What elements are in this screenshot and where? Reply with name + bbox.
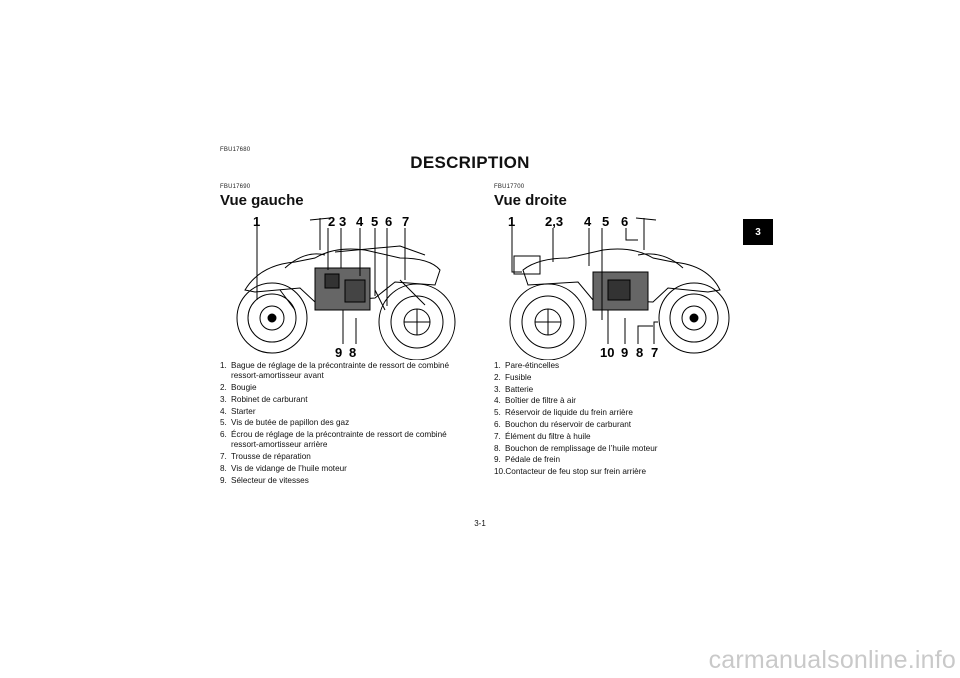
- callout-1: 1: [253, 214, 260, 229]
- callout-10: 10: [600, 345, 614, 360]
- legend-item: 9.Pédale de frein: [494, 455, 561, 465]
- chapter-tab[interactable]: 3: [743, 219, 773, 245]
- legend-item: 2.Fusible: [494, 372, 532, 382]
- callout-1: 1: [508, 214, 515, 229]
- page-title: DESCRIPTION: [410, 153, 530, 172]
- callout-3: 3: [339, 214, 346, 229]
- callout-7: 7: [402, 214, 409, 229]
- section-code-left: FBU17690: [220, 184, 251, 190]
- callout-4: 4: [584, 214, 592, 229]
- legend-item: 3.Robinet de carburant: [220, 394, 308, 404]
- legend-item: 7.Élément du filtre à huile: [494, 431, 591, 441]
- callout-8: 8: [349, 345, 356, 360]
- legend-item: 1.Bague de réglage de la précontrainte d…: [220, 361, 450, 381]
- legend-item: 9.Sélecteur de vitesses: [220, 475, 309, 485]
- page-number: 3-1: [474, 519, 486, 528]
- callout-5: 5: [371, 214, 378, 229]
- section-code-main: FBU17680: [220, 147, 251, 153]
- legend-item: 5.Réservoir de liquide du frein arrière: [494, 408, 633, 418]
- legend-item: 4.Boîtier de filtre à air: [494, 396, 576, 406]
- legend-left: 1.Bague de réglage de la précontrainte d…: [220, 361, 458, 488]
- callout-9: 9: [335, 345, 342, 360]
- callout-2-3: 2,3: [545, 214, 563, 229]
- legend-item: 7.Trousse de réparation: [220, 452, 311, 462]
- atv-right-view-illustration: 1 2,3 4 5 6 10 9 8 7: [508, 214, 730, 360]
- callout-6: 6: [621, 214, 628, 229]
- legend-item: 8.Vis de vidange de l’huile moteur: [220, 463, 347, 473]
- legend-item: 10.Contacteur de feu stop sur frein arri…: [494, 467, 647, 477]
- legend-item: 6.Bouchon du réservoir de carburant: [494, 419, 632, 429]
- section-title-right: Vue droite: [494, 192, 567, 209]
- callout-2: 2: [328, 214, 335, 229]
- callout-8: 8: [636, 345, 643, 360]
- callout-6: 6: [385, 214, 392, 229]
- callout-9: 9: [621, 345, 628, 360]
- legend-item: 5.Vis de butée de papillon des gaz: [220, 418, 350, 428]
- legend-right: 1.Pare-étincelles 2.Fusible 3.Batterie 4…: [494, 361, 734, 479]
- legend-item: 6.Écrou de réglage de la précontrainte d…: [220, 430, 447, 450]
- callout-4: 4: [356, 214, 364, 229]
- legend-item: 8.Bouchon de remplissage de l’huile mote…: [494, 443, 658, 453]
- legend-item: 4.Starter: [220, 406, 256, 416]
- legend-item: 3.Batterie: [494, 384, 534, 394]
- section-title-left: Vue gauche: [220, 192, 304, 209]
- callout-7: 7: [651, 345, 658, 360]
- legend-item: 2.Bougie: [220, 383, 257, 392]
- watermark: carmanualsonline.info: [708, 646, 956, 674]
- callout-5: 5: [602, 214, 609, 229]
- section-code-right: FBU17700: [494, 184, 525, 190]
- atv-left-view-illustration: 1 2 3 4 5 6 7 9 8: [236, 214, 456, 360]
- legend-item: 1.Pare-étincelles: [494, 361, 560, 370]
